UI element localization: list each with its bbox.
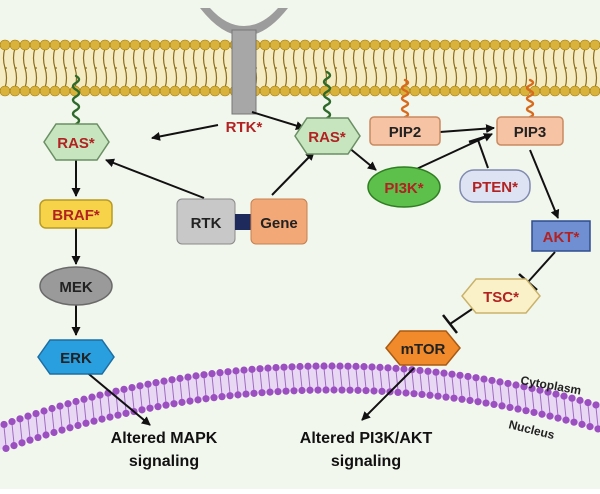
inhibit-akt-to-tsc bbox=[527, 251, 556, 283]
pi3k-output-line1: Altered PI3K/AKT bbox=[300, 430, 433, 447]
ras-right-node: RAS* bbox=[294, 117, 361, 155]
akt-label: AKT* bbox=[543, 229, 580, 246]
pip2-label: PIP2 bbox=[389, 124, 422, 141]
mapk-output-line1: Altered MAPK bbox=[111, 430, 218, 447]
arrow-mtor-to-pi3k-output bbox=[361, 367, 415, 421]
pi3k-label: PI3K* bbox=[384, 180, 423, 197]
tsc-node: TSC* bbox=[461, 278, 541, 314]
fusion-rtk-label: RTK bbox=[191, 215, 222, 232]
nuclear-membrane bbox=[0, 362, 600, 453]
mtor-label: mTOR bbox=[401, 341, 446, 358]
inhibit-pten-bar bbox=[468, 134, 489, 144]
rtk-gene-fusion: RTK Gene bbox=[176, 198, 308, 245]
arrow-pip3-to-akt bbox=[529, 149, 560, 219]
arrow-ras-to-pi3k bbox=[347, 146, 377, 171]
akt-node: AKT* bbox=[531, 220, 591, 252]
pi3k-output-line2: signaling bbox=[331, 453, 401, 470]
braf-node: BRAF* bbox=[39, 199, 113, 229]
mek-node: MEK bbox=[39, 266, 113, 306]
arrow-rtk-to-ras-right bbox=[251, 111, 305, 130]
ras-right-label: RAS* bbox=[308, 129, 346, 146]
arrow-rtk-to-ras-left bbox=[151, 124, 219, 141]
pip3-label: PIP3 bbox=[514, 124, 547, 141]
pten-node: PTEN* bbox=[459, 169, 531, 203]
fusion-gene-label: Gene bbox=[260, 215, 298, 232]
pip2-node: PIP2 bbox=[369, 116, 441, 146]
cell-membrane bbox=[0, 39, 600, 97]
inhibit-tsc-bar bbox=[442, 314, 458, 334]
arrow-fusion-to-ras-right bbox=[271, 151, 315, 196]
inhibit-pten-to-conversion bbox=[477, 139, 489, 169]
pip3-node: PIP3 bbox=[496, 116, 564, 146]
pi3k-node: PI3K* bbox=[367, 166, 441, 208]
rtk-receptor bbox=[200, 8, 288, 115]
arrow-fusion-to-ras-left bbox=[105, 158, 205, 199]
mtor-node: mTOR bbox=[385, 330, 461, 366]
ras-left-label: RAS* bbox=[57, 135, 95, 152]
mek-label: MEK bbox=[59, 279, 93, 296]
mapk-output-line2: signaling bbox=[129, 453, 199, 470]
arrow-erk-to-mapk bbox=[83, 369, 151, 426]
erk-node: ERK bbox=[37, 339, 115, 375]
rtk-receptor-label: RTK* bbox=[226, 119, 263, 136]
lipid-anchors bbox=[71, 70, 535, 126]
erk-label: ERK bbox=[60, 350, 92, 367]
pten-label: PTEN* bbox=[472, 179, 518, 196]
ras-left-node: RAS* bbox=[43, 123, 110, 161]
tsc-label: TSC* bbox=[483, 289, 519, 306]
braf-label: BRAF* bbox=[52, 207, 100, 224]
arrow-pip2-to-pip3 bbox=[439, 124, 495, 134]
